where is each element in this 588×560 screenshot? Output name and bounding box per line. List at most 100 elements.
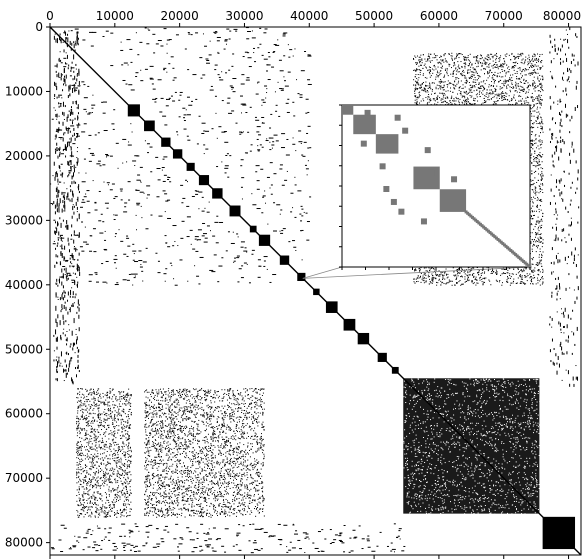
block-gap <box>495 451 497 453</box>
sparse-marker <box>119 474 121 476</box>
sparse-marker <box>146 405 148 407</box>
sparse-marker <box>207 475 209 477</box>
sparse-marker <box>128 436 130 438</box>
block-gap <box>422 382 423 384</box>
sparse-marker <box>202 447 204 449</box>
sparse-marker <box>77 388 79 390</box>
sparse-marker <box>184 500 186 502</box>
sparse-marker <box>165 454 167 456</box>
block-gap <box>420 406 421 408</box>
sparse-marker <box>127 483 129 485</box>
block-gap <box>489 413 491 415</box>
block-gap <box>517 422 519 424</box>
sparse-marker <box>170 475 172 477</box>
block-gap <box>517 402 519 404</box>
block-gap <box>463 461 465 463</box>
sparse-marker <box>80 455 82 457</box>
sparse-marker <box>114 468 116 470</box>
sparse-marker <box>114 457 116 459</box>
sparse-marker <box>101 507 103 509</box>
sparse-marker <box>152 446 154 447</box>
sparse-marker <box>207 391 209 393</box>
sparse-marker <box>209 423 211 425</box>
sparse-marker <box>113 460 115 462</box>
block-gap <box>423 413 425 415</box>
sparse-marker <box>158 500 160 502</box>
sparse-marker <box>113 453 115 455</box>
sparse-marker <box>209 408 211 410</box>
block-gap <box>515 500 517 502</box>
block-gap <box>441 387 443 389</box>
sparse-marker <box>148 414 150 416</box>
block-gap <box>446 442 448 444</box>
block-gap <box>487 443 489 445</box>
sparse-marker <box>152 504 154 506</box>
sparse-marker <box>204 430 206 432</box>
sparse-marker <box>124 471 126 473</box>
block-gap <box>412 472 414 474</box>
block-gap <box>411 497 413 499</box>
sparse-marker <box>192 501 194 503</box>
sparse-marker <box>145 420 147 421</box>
sparse-marker <box>125 509 127 511</box>
sparse-marker <box>87 455 89 457</box>
sparse-marker <box>84 403 86 405</box>
sparse-marker <box>235 435 237 437</box>
block-gap <box>464 507 466 509</box>
block-gap <box>477 482 479 484</box>
sparse-marker <box>99 417 101 419</box>
block-gap <box>476 396 478 398</box>
sparse-marker <box>169 489 171 491</box>
sparse-marker <box>145 412 147 414</box>
sparse-marker <box>89 461 91 463</box>
sparse-marker <box>195 493 197 495</box>
sparse-marker <box>182 504 184 506</box>
block-gap <box>481 425 483 427</box>
block-gap <box>479 400 481 402</box>
block-gap <box>504 383 506 385</box>
sparse-marker <box>206 428 208 430</box>
block-gap <box>488 497 490 499</box>
block-gap <box>513 483 515 485</box>
sparse-marker <box>109 392 111 394</box>
block-gap <box>427 472 428 474</box>
block-gap <box>424 452 426 454</box>
sparse-marker <box>87 444 89 446</box>
sparse-marker <box>94 439 96 441</box>
sparse-marker <box>216 499 218 501</box>
sparse-marker <box>153 484 155 486</box>
sparse-marker <box>161 449 163 451</box>
block-gap <box>465 457 467 459</box>
sparse-marker <box>78 427 80 429</box>
sparse-marker <box>196 479 198 481</box>
sparse-marker <box>182 414 184 416</box>
block-gap <box>500 506 502 508</box>
sparse-marker <box>175 440 177 442</box>
sparse-marker <box>103 475 105 477</box>
sparse-marker <box>219 431 221 433</box>
block-gap <box>469 475 471 477</box>
sparse-marker <box>178 461 180 463</box>
block-gap <box>430 493 432 495</box>
block-gap <box>426 456 428 458</box>
sparse-marker <box>118 500 120 502</box>
sparse-marker <box>261 475 263 477</box>
block-gap <box>412 476 414 478</box>
sparse-marker <box>104 394 106 396</box>
block-gap <box>489 437 491 439</box>
block-gap <box>493 417 495 419</box>
sparse-marker <box>99 395 101 397</box>
sparse-marker <box>182 418 184 420</box>
block-gap <box>412 431 414 433</box>
block-gap <box>441 469 443 471</box>
sparse-marker <box>188 503 190 505</box>
block-gap <box>438 408 440 410</box>
sparse-marker <box>154 459 156 461</box>
block-gap <box>511 404 513 406</box>
sparse-marker <box>177 400 179 402</box>
sparse-marker <box>165 462 167 464</box>
sparse-marker <box>197 453 199 455</box>
sparse-marker <box>127 456 129 458</box>
sparse-marker <box>112 454 114 456</box>
sparse-marker <box>95 484 97 486</box>
